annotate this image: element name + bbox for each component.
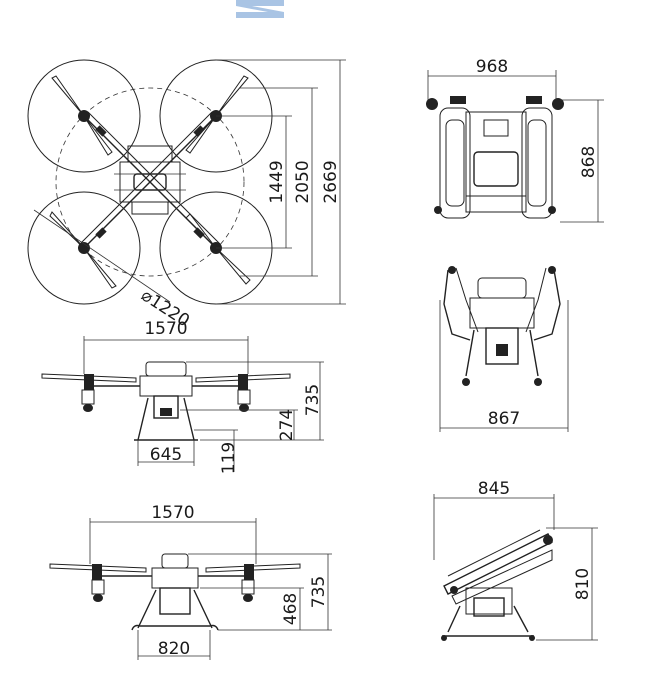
page-number-badge xyxy=(236,0,284,18)
front-view xyxy=(41,336,324,472)
side-left-blade xyxy=(49,563,147,573)
front-left-blade xyxy=(41,373,137,383)
side-leg-height-dim-label: 468 xyxy=(281,593,301,625)
front-right-blade xyxy=(195,373,291,383)
folded-top-view xyxy=(426,70,604,223)
front-height-dim-label: 735 xyxy=(303,384,323,416)
side-span-dim-label: 1570 xyxy=(151,503,194,523)
front-clearance-dim-label: 119 xyxy=(219,442,239,474)
front-span-dim-label: 1570 xyxy=(144,319,187,339)
folded-side-width-dim-label: 845 xyxy=(478,479,510,499)
folded-front-width-dim-label: 867 xyxy=(488,409,520,429)
top-body-front xyxy=(127,145,173,163)
side-right-blade xyxy=(205,563,301,573)
top-diagonal-dim-label: 2050 xyxy=(293,160,313,203)
side-view xyxy=(49,518,332,660)
top-view: 1449 2050 2669 ⌀1220 xyxy=(27,59,346,331)
overall-diameter-circle xyxy=(55,87,245,277)
folded-front-view xyxy=(439,266,569,432)
rotor-disc-front-left xyxy=(27,59,141,173)
folded-side-view xyxy=(433,494,598,641)
front-skid-dim-label: 645 xyxy=(150,445,182,465)
rotor-disc-rear-left xyxy=(27,191,141,305)
top-overall-dim-label: 2669 xyxy=(321,160,341,203)
folded-top-width-dim-label: 968 xyxy=(476,57,508,77)
side-skid-dim-label: 820 xyxy=(158,639,190,659)
folded-side-height-dim-label: 810 xyxy=(573,568,593,600)
front-leg-height-dim-label: 274 xyxy=(277,409,297,441)
top-width-dim-label: 1449 xyxy=(267,160,287,203)
top-view-dimensions xyxy=(216,59,346,305)
folded-top-height-dim-label: 868 xyxy=(579,146,599,178)
side-height-dim-label: 735 xyxy=(309,576,329,608)
